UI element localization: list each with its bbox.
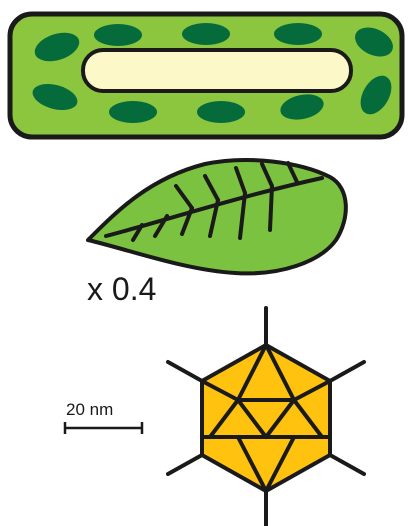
leaf <box>88 160 346 273</box>
chloroplast <box>94 24 142 46</box>
scale-bar: 20 nm <box>65 400 142 434</box>
spike <box>330 455 364 474</box>
magnification-label: x 0.4 <box>87 271 156 307</box>
chloroplast <box>197 101 245 123</box>
plant-cell <box>10 14 402 137</box>
spike <box>168 455 202 474</box>
chloroplast <box>274 23 322 45</box>
spike <box>168 362 202 381</box>
scale-bar-label: 20 nm <box>66 400 113 419</box>
vein <box>270 186 272 230</box>
chloroplast <box>109 101 157 123</box>
vacuole <box>83 50 351 91</box>
virus <box>168 308 364 526</box>
leaf-blade <box>88 160 346 273</box>
chloroplast <box>182 23 230 45</box>
spike <box>330 362 364 381</box>
virus-capsid <box>202 345 330 491</box>
